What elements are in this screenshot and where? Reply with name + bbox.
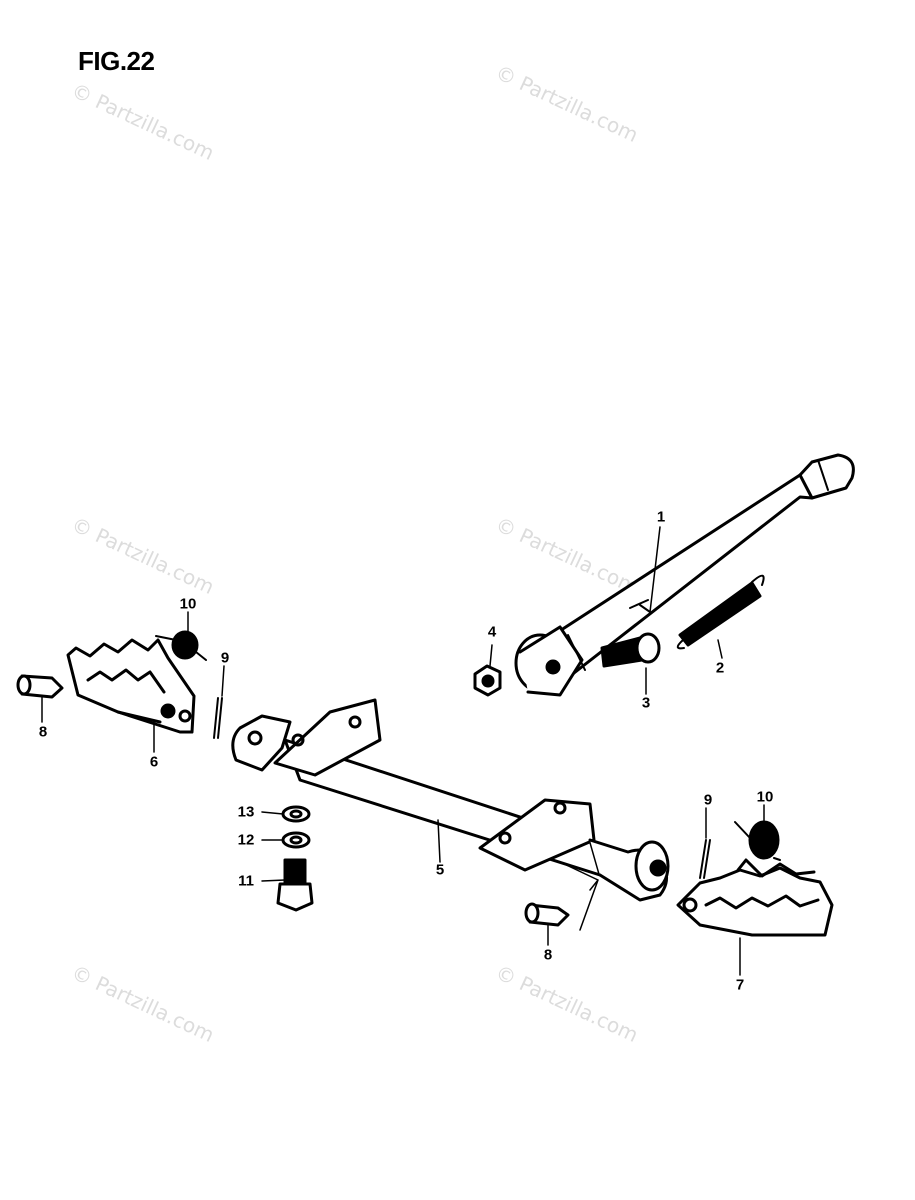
pin-right-part [524,902,570,927]
callout-3: 3 [641,694,651,712]
callout-13: 13 [237,803,255,821]
footrest-bar-part [231,698,670,902]
cotter-pin-left-part [213,697,223,739]
right-footrest-part [676,858,834,937]
mount-bolt-part [276,858,314,912]
pivot-bolt-part [600,632,661,668]
cotter-pin-right-part [699,839,711,879]
callout-6: 6 [149,753,159,771]
callout-1: 1 [656,508,666,526]
callout-12: 12 [237,831,255,849]
pin-left-part [16,674,64,699]
callout-8-right: 8 [543,946,553,964]
figure-title: FIG.22 [78,46,155,76]
callout-9-left: 9 [220,649,230,667]
callout-8-left: 8 [38,723,48,741]
spring-part [676,574,765,650]
footrest-spring-left-part [155,630,207,661]
footrest-spring-right-part [734,820,781,861]
lock-washer-part [281,831,311,849]
callout-9-right: 9 [703,791,713,809]
callout-10-left: 10 [179,595,197,613]
callout-4: 4 [487,623,497,641]
washer-part [281,805,311,823]
callout-11: 11 [238,872,254,890]
leader-lines [41,526,765,976]
nut-part [473,664,502,697]
left-footrest-part [66,638,196,734]
kickstand-part [514,453,855,697]
callout-5: 5 [435,861,445,879]
callout-7: 7 [735,976,745,994]
callout-10-right: 10 [756,788,774,806]
callout-2: 2 [715,659,725,677]
